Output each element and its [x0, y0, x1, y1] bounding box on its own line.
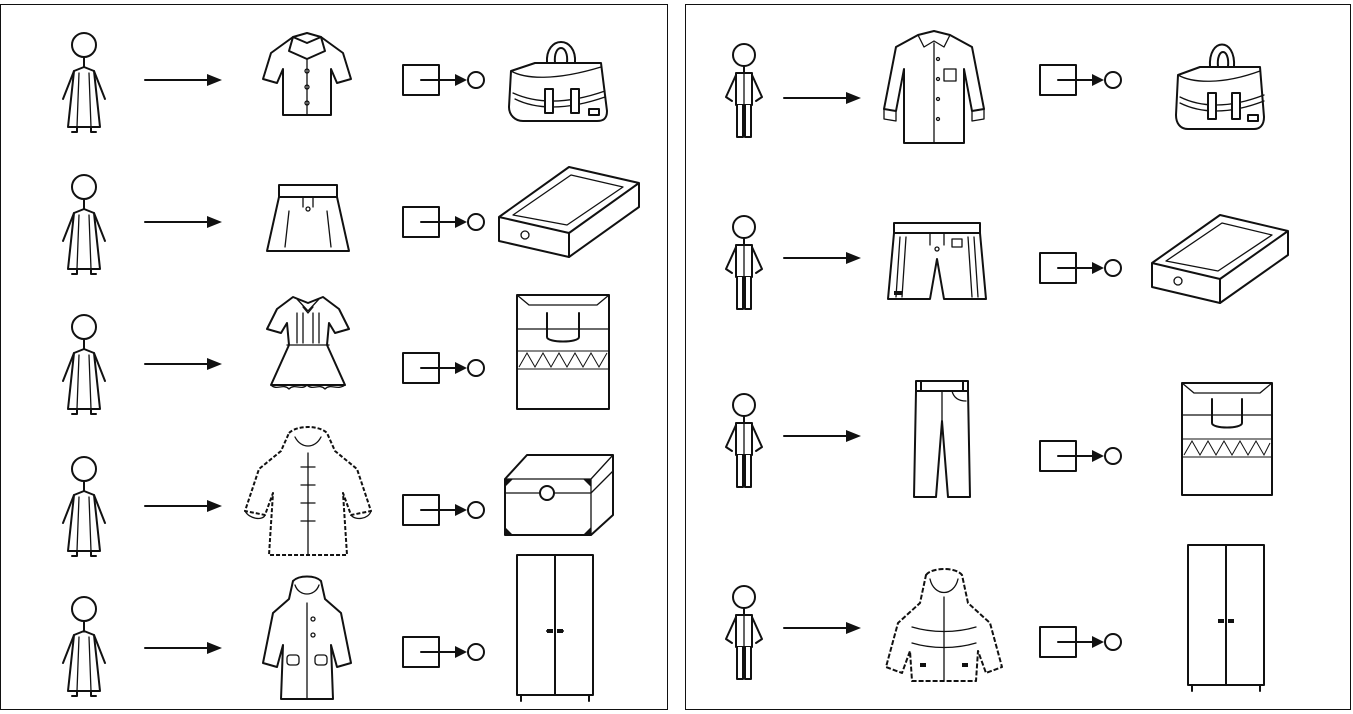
- boy-icon: [722, 393, 766, 491]
- box-arrow-circle-icon: [1038, 251, 1124, 285]
- box-arrow-circle-icon: [1038, 439, 1124, 473]
- arrow-icon: [782, 91, 862, 105]
- arrow-icon: [143, 73, 223, 87]
- girl-icon: [59, 313, 109, 417]
- fur-coat-icon: [239, 423, 377, 563]
- trunk-icon: [501, 449, 617, 539]
- blouse-icon: [259, 29, 355, 121]
- hooded-jacket-icon: [882, 567, 1006, 687]
- drawer-icon: [495, 163, 643, 261]
- shirt-icon: [880, 29, 988, 147]
- wardrobe-icon: [1184, 541, 1268, 693]
- boy-icon: [722, 585, 766, 683]
- box-arrow-circle-icon: [401, 351, 487, 385]
- girl-icon: [59, 595, 109, 699]
- box-arrow-circle-icon: [401, 493, 487, 527]
- boy-icon: [722, 43, 766, 141]
- box-arrow-circle-icon: [401, 63, 487, 97]
- arrow-icon: [143, 215, 223, 229]
- girl-icon: [59, 455, 109, 559]
- boy-icon: [722, 215, 766, 313]
- box-arrow-circle-icon: [1038, 625, 1124, 659]
- bag-icon: [505, 29, 611, 125]
- arrow-icon: [143, 357, 223, 371]
- raincoat-icon: [257, 575, 357, 705]
- skirt-icon: [263, 181, 353, 257]
- boy-panel: [685, 4, 1351, 710]
- dress-icon: [263, 289, 353, 395]
- shopping-bag-icon: [513, 289, 613, 413]
- girl-icon: [59, 173, 109, 277]
- wardrobe-icon: [513, 551, 597, 703]
- arrow-icon: [143, 499, 223, 513]
- girl-panel: [0, 4, 668, 710]
- girl-icon: [59, 31, 109, 135]
- arrow-icon: [782, 429, 862, 443]
- bag-icon: [1172, 31, 1268, 133]
- arrow-icon: [143, 641, 223, 655]
- shorts-icon: [886, 219, 988, 303]
- box-arrow-circle-icon: [401, 205, 487, 239]
- box-arrow-circle-icon: [401, 635, 487, 669]
- drawer-icon: [1148, 211, 1292, 307]
- box-arrow-circle-icon: [1038, 63, 1124, 97]
- trousers-icon: [910, 377, 974, 501]
- arrow-icon: [782, 251, 862, 265]
- shopping-bag-icon: [1178, 377, 1276, 499]
- arrow-icon: [782, 621, 862, 635]
